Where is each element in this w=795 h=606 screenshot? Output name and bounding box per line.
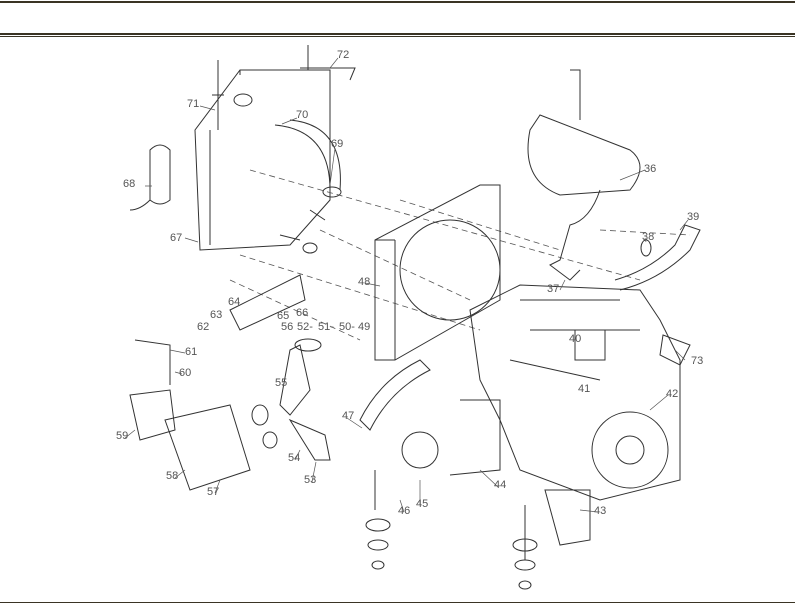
callout-38: 38	[642, 231, 654, 243]
callout-42: 42	[666, 388, 678, 400]
callout-40: 40	[569, 333, 581, 345]
callout-53: 53	[304, 474, 316, 486]
alternator	[401, 431, 439, 469]
callout-67: 67	[170, 232, 182, 244]
air-cleaner-bracket	[129, 339, 176, 441]
callout-37: 37	[547, 283, 559, 295]
callout-43: 43	[594, 505, 606, 517]
callout-64: 64	[228, 296, 240, 308]
callout-69: 69	[331, 138, 343, 150]
callout-59: 59	[116, 430, 128, 442]
callout-54: 54	[288, 452, 300, 464]
engine-brackets	[449, 399, 591, 546]
callout-46: 46	[398, 505, 410, 517]
reservoir-bottle	[149, 144, 171, 205]
callout-63: 63	[210, 309, 222, 321]
callout-68: 68	[123, 178, 135, 190]
upper-hose	[274, 119, 341, 191]
header-rule	[0, 33, 795, 35]
muffler	[527, 69, 701, 291]
callout-44: 44	[494, 479, 506, 491]
callout-65: 65	[277, 310, 289, 322]
callout-45: 45	[416, 498, 428, 510]
callout-62: 62	[197, 321, 209, 333]
engine-block	[469, 284, 691, 501]
callout-49: 49	[358, 321, 370, 333]
bottom-rule	[0, 602, 795, 603]
callout-50: 50-	[339, 321, 355, 333]
callout-36: 36	[644, 163, 656, 175]
fan-belt	[359, 359, 431, 431]
callout-71: 71	[187, 98, 199, 110]
callout-55: 55	[275, 377, 287, 389]
air-cleaner	[164, 404, 251, 491]
callout-57: 57	[207, 486, 219, 498]
callout-51: 51-	[318, 321, 334, 333]
callout-72: 72	[337, 49, 349, 61]
callout-56: 56	[281, 321, 293, 333]
callout-61: 61	[185, 346, 197, 358]
radiator-bracket	[229, 274, 306, 331]
callout-66: 66	[296, 307, 308, 319]
fan-shroud	[374, 184, 501, 361]
intake-pipes	[279, 344, 331, 461]
callout-58: 58	[166, 470, 178, 482]
header-rule-thin	[0, 36, 795, 37]
top-rule	[0, 1, 795, 3]
radiator	[194, 45, 356, 251]
callout-48: 48	[358, 276, 370, 288]
callout-73: 73	[691, 355, 703, 367]
callout-41: 41	[578, 383, 590, 395]
callout-52: 52-	[297, 321, 313, 333]
callout-60: 60	[179, 367, 191, 379]
callout-39: 39	[687, 211, 699, 223]
callout-70: 70	[296, 109, 308, 121]
callout-47: 47	[342, 410, 354, 422]
